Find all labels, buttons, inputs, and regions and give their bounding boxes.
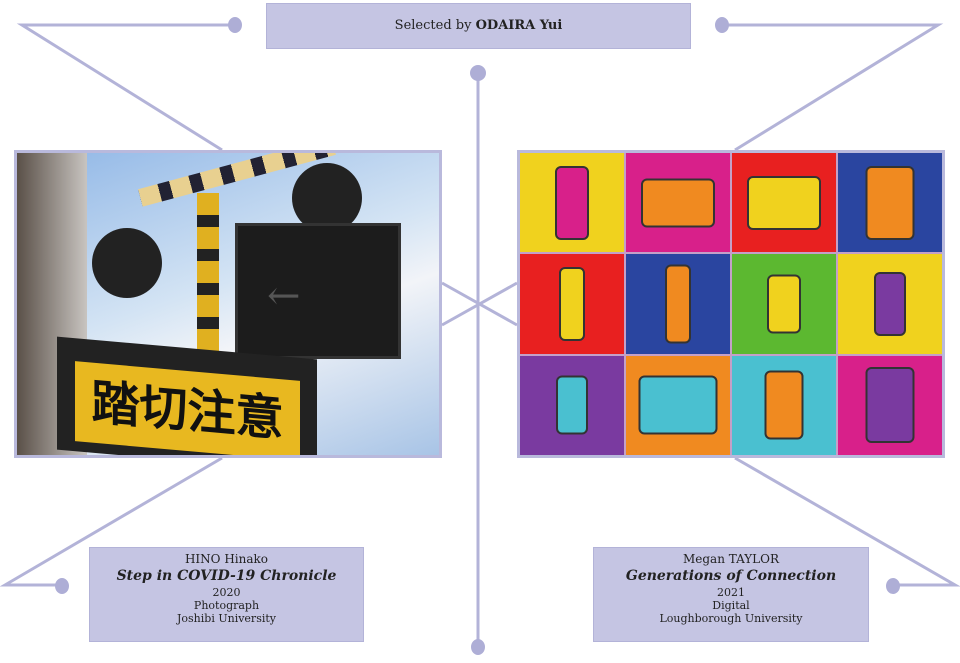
artist-name: HINO Hinako <box>184 552 269 566</box>
artwork-title: Step in COVID-19 Chronicle <box>116 568 337 584</box>
artwork-year: 2021 <box>717 586 745 599</box>
phone-tile <box>520 153 624 253</box>
caption-right: Megan TAYLOR Generations of Connection 2… <box>593 547 869 642</box>
phone-tile <box>732 254 836 354</box>
modern-smartphone-icon <box>865 367 915 444</box>
artist-institution: Joshibi University <box>177 612 276 625</box>
flip-phone-icon <box>767 274 801 334</box>
curator-banner: Selected by ODAIRA Yui <box>266 3 691 49</box>
brick-mobile-icon <box>559 266 585 341</box>
wall-phone-icon <box>865 165 915 240</box>
phone-tile <box>626 355 730 455</box>
artwork-title: Generations of Connection <box>625 568 837 584</box>
artwork-phones-grid <box>517 150 945 458</box>
curator-name: ODAIRA Yui <box>475 18 563 33</box>
phone-tile <box>520 355 624 455</box>
mobile-antenna-icon <box>665 264 691 344</box>
pushbutton-phone-icon <box>747 175 821 230</box>
phone-tile <box>626 153 730 253</box>
artwork-photo: ← 踏切注意 <box>14 150 442 458</box>
phone-tile <box>838 153 942 253</box>
pager-phone-icon <box>556 375 588 435</box>
artist-name: Megan TAYLOR <box>682 552 780 566</box>
arrow-left-icon: ← <box>267 273 301 319</box>
rotary-phone-icon <box>641 178 715 228</box>
smartphone-icon <box>764 370 804 440</box>
phone-tile <box>838 254 942 354</box>
keyboard-phone-icon <box>638 375 718 435</box>
phone-tile <box>520 254 624 354</box>
caption-left: HINO Hinako Step in COVID-19 Chronicle 2… <box>89 547 364 642</box>
artwork-medium: Digital <box>712 599 750 612</box>
candybar-phone-icon <box>874 271 906 336</box>
candlestick-phone-icon <box>555 165 589 240</box>
phone-tile <box>626 254 730 354</box>
phone-tile <box>732 153 836 253</box>
phone-tile <box>732 355 836 455</box>
curator-prefix: Selected by <box>394 18 472 33</box>
artist-institution: Loughborough University <box>659 612 803 625</box>
artwork-year: 2020 <box>212 586 241 599</box>
artwork-medium: Photograph <box>193 599 260 612</box>
phone-tile <box>838 355 942 455</box>
